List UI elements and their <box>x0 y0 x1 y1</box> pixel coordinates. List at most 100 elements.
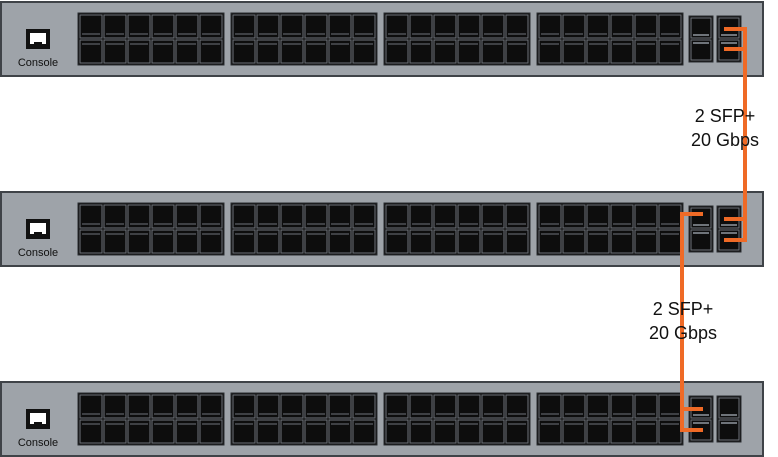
rj45-port-icon[interactable] <box>481 39 505 64</box>
rj45-port-icon[interactable] <box>457 394 481 419</box>
rj45-port-icon[interactable] <box>538 229 562 254</box>
rj45-port-icon[interactable] <box>79 229 103 254</box>
rj45-port-icon[interactable] <box>433 204 457 229</box>
rj45-port-icon[interactable] <box>280 419 304 444</box>
rj45-port-icon[interactable] <box>481 14 505 39</box>
rj45-port-icon[interactable] <box>457 419 481 444</box>
rj45-port-icon[interactable] <box>658 229 682 254</box>
rj45-port-icon[interactable] <box>151 39 175 64</box>
rj45-console-port-icon[interactable] <box>26 219 50 239</box>
sfp-plus-port-icon[interactable] <box>690 39 712 61</box>
rj45-port-icon[interactable] <box>175 39 199 64</box>
rj45-port-icon[interactable] <box>175 419 199 444</box>
rj45-port-icon[interactable] <box>610 39 634 64</box>
rj45-port-icon[interactable] <box>232 394 256 419</box>
rj45-port-icon[interactable] <box>481 419 505 444</box>
rj45-port-icon[interactable] <box>538 419 562 444</box>
rj45-port-icon[interactable] <box>481 204 505 229</box>
rj45-port-icon[interactable] <box>634 14 658 39</box>
rj45-port-icon[interactable] <box>79 39 103 64</box>
rj45-port-icon[interactable] <box>457 204 481 229</box>
rj45-port-icon[interactable] <box>175 229 199 254</box>
rj45-port-icon[interactable] <box>658 394 682 419</box>
rj45-port-icon[interactable] <box>505 14 529 39</box>
rj45-port-icon[interactable] <box>151 204 175 229</box>
rj45-port-icon[interactable] <box>385 229 409 254</box>
rj45-port-icon[interactable] <box>562 394 586 419</box>
rj45-port-icon[interactable] <box>127 419 151 444</box>
rj45-port-icon[interactable] <box>175 204 199 229</box>
rj45-port-icon[interactable] <box>586 229 610 254</box>
rj45-port-icon[interactable] <box>457 39 481 64</box>
rj45-port-icon[interactable] <box>433 14 457 39</box>
rj45-port-icon[interactable] <box>127 14 151 39</box>
rj45-port-icon[interactable] <box>151 394 175 419</box>
rj45-port-icon[interactable] <box>280 39 304 64</box>
rj45-port-icon[interactable] <box>481 229 505 254</box>
rj45-port-icon[interactable] <box>232 14 256 39</box>
rj45-port-icon[interactable] <box>409 204 433 229</box>
rj45-port-icon[interactable] <box>634 204 658 229</box>
rj45-port-icon[interactable] <box>352 14 376 39</box>
rj45-port-icon[interactable] <box>79 14 103 39</box>
rj45-port-icon[interactable] <box>385 394 409 419</box>
rj45-port-icon[interactable] <box>457 14 481 39</box>
rj45-port-icon[interactable] <box>385 419 409 444</box>
rj45-port-icon[interactable] <box>328 229 352 254</box>
rj45-port-icon[interactable] <box>127 204 151 229</box>
rj45-port-icon[interactable] <box>199 229 223 254</box>
sfp-plus-port-icon[interactable] <box>690 229 712 251</box>
rj45-port-icon[interactable] <box>232 419 256 444</box>
rj45-port-icon[interactable] <box>199 14 223 39</box>
rj45-port-icon[interactable] <box>457 229 481 254</box>
rj45-port-icon[interactable] <box>352 39 376 64</box>
rj45-port-icon[interactable] <box>505 394 529 419</box>
rj45-port-icon[interactable] <box>409 394 433 419</box>
rj45-port-icon[interactable] <box>586 14 610 39</box>
rj45-port-icon[interactable] <box>328 39 352 64</box>
rj45-port-icon[interactable] <box>538 14 562 39</box>
rj45-port-icon[interactable] <box>433 419 457 444</box>
rj45-port-icon[interactable] <box>385 39 409 64</box>
rj45-port-icon[interactable] <box>151 14 175 39</box>
rj45-port-icon[interactable] <box>634 394 658 419</box>
rj45-port-icon[interactable] <box>328 419 352 444</box>
rj45-port-icon[interactable] <box>409 14 433 39</box>
rj45-port-icon[interactable] <box>103 419 127 444</box>
rj45-port-icon[interactable] <box>151 229 175 254</box>
rj45-port-icon[interactable] <box>658 14 682 39</box>
rj45-port-icon[interactable] <box>304 39 328 64</box>
rj45-console-port-icon[interactable] <box>26 29 50 49</box>
rj45-port-icon[interactable] <box>103 39 127 64</box>
rj45-port-icon[interactable] <box>409 419 433 444</box>
rj45-port-icon[interactable] <box>199 419 223 444</box>
rj45-port-icon[interactable] <box>103 229 127 254</box>
rj45-port-icon[interactable] <box>658 204 682 229</box>
rj45-port-icon[interactable] <box>586 419 610 444</box>
rj45-port-icon[interactable] <box>328 14 352 39</box>
rj45-port-icon[interactable] <box>79 204 103 229</box>
sfp-plus-port-icon[interactable] <box>690 17 712 39</box>
rj45-port-icon[interactable] <box>256 394 280 419</box>
rj45-port-icon[interactable] <box>103 204 127 229</box>
rj45-port-icon[interactable] <box>304 204 328 229</box>
rj45-port-icon[interactable] <box>658 39 682 64</box>
rj45-port-icon[interactable] <box>538 39 562 64</box>
rj45-port-icon[interactable] <box>562 229 586 254</box>
rj45-port-icon[interactable] <box>562 204 586 229</box>
rj45-port-icon[interactable] <box>199 39 223 64</box>
rj45-port-icon[interactable] <box>352 204 376 229</box>
rj45-port-icon[interactable] <box>505 39 529 64</box>
rj45-port-icon[interactable] <box>505 204 529 229</box>
rj45-port-icon[interactable] <box>127 394 151 419</box>
rj45-port-icon[interactable] <box>280 229 304 254</box>
rj45-port-icon[interactable] <box>538 204 562 229</box>
rj45-port-icon[interactable] <box>256 229 280 254</box>
rj45-port-icon[interactable] <box>352 394 376 419</box>
rj45-port-icon[interactable] <box>175 394 199 419</box>
rj45-port-icon[interactable] <box>232 204 256 229</box>
rj45-port-icon[interactable] <box>79 394 103 419</box>
rj45-port-icon[interactable] <box>433 229 457 254</box>
rj45-port-icon[interactable] <box>127 39 151 64</box>
rj45-port-icon[interactable] <box>433 39 457 64</box>
